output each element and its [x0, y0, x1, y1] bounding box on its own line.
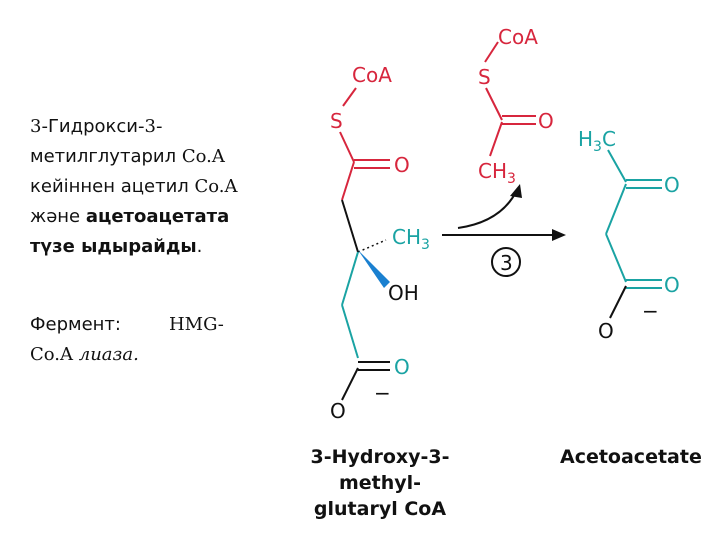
- hmg-coa-molecule: CoA S O CH3 OH O O −: [330, 63, 430, 423]
- acetoacetate-carboxylate-oxygen: O: [598, 319, 614, 343]
- acetyl-coa-molecule: CoA S O CH3: [478, 25, 554, 187]
- caption-line-2: метилглутарил Co.A: [30, 146, 225, 167]
- hmg-coa-name: 3-Hydroxy-3-methyl- glutaryl CoA: [310, 446, 450, 520]
- hmg-coa-methyl-label: CH3: [392, 225, 430, 253]
- acetoacetate-carboxyl-oxygen: O: [664, 273, 680, 297]
- hmg-coa-hydroxyl-label: OH: [388, 281, 419, 305]
- enzyme-line-2: Co.A лиаза.: [30, 344, 139, 365]
- acetoacetate-molecule: H3C O O O −: [578, 127, 680, 343]
- hmg-coa-coa-label: CoA: [352, 63, 392, 87]
- caption-block: 3-Гидрокси-3- метилглутарил Co.A кейінне…: [30, 112, 290, 262]
- hmg-coa-sulfur-label: S: [330, 109, 343, 133]
- acetoacetate-name: Acetoacetate: [560, 446, 702, 468]
- acetoacetate-charge: −: [642, 299, 659, 323]
- caption-line-5: түзе ыдырайды.: [30, 236, 203, 257]
- enzyme-block: Фермент:HMG- Co.A лиаза.: [30, 310, 300, 370]
- acetyl-coa-coa-label: CoA: [498, 25, 538, 49]
- acetoacetate-ketone-oxygen: O: [664, 173, 680, 197]
- reaction-arrow: 3: [442, 184, 566, 277]
- step-number-circle: [491, 247, 521, 277]
- hmg-coa-charge: −: [374, 381, 391, 405]
- hmg-coa-ketone-oxygen: O: [394, 153, 410, 177]
- acetyl-coa-methyl-label: CH3: [478, 159, 516, 187]
- acetyl-coa-sulfur-label: S: [478, 65, 491, 89]
- acetyl-coa-oxygen-label: O: [538, 109, 554, 133]
- hmg-coa-carboxyl-oxygen: O: [394, 355, 410, 379]
- hmg-coa-carboxylate-oxygen: O: [330, 399, 346, 423]
- enzyme-line-1: Фермент:HMG-: [30, 314, 224, 335]
- acetoacetate-methyl-label: H3C: [578, 127, 616, 155]
- step-number: 3: [500, 251, 513, 275]
- caption-line-1: 3-Гидрокси-3-: [30, 116, 163, 137]
- caption-line-3: кейіннен ацетил Co.A: [30, 176, 238, 197]
- caption-line-4: және ацетоацетата: [30, 206, 230, 227]
